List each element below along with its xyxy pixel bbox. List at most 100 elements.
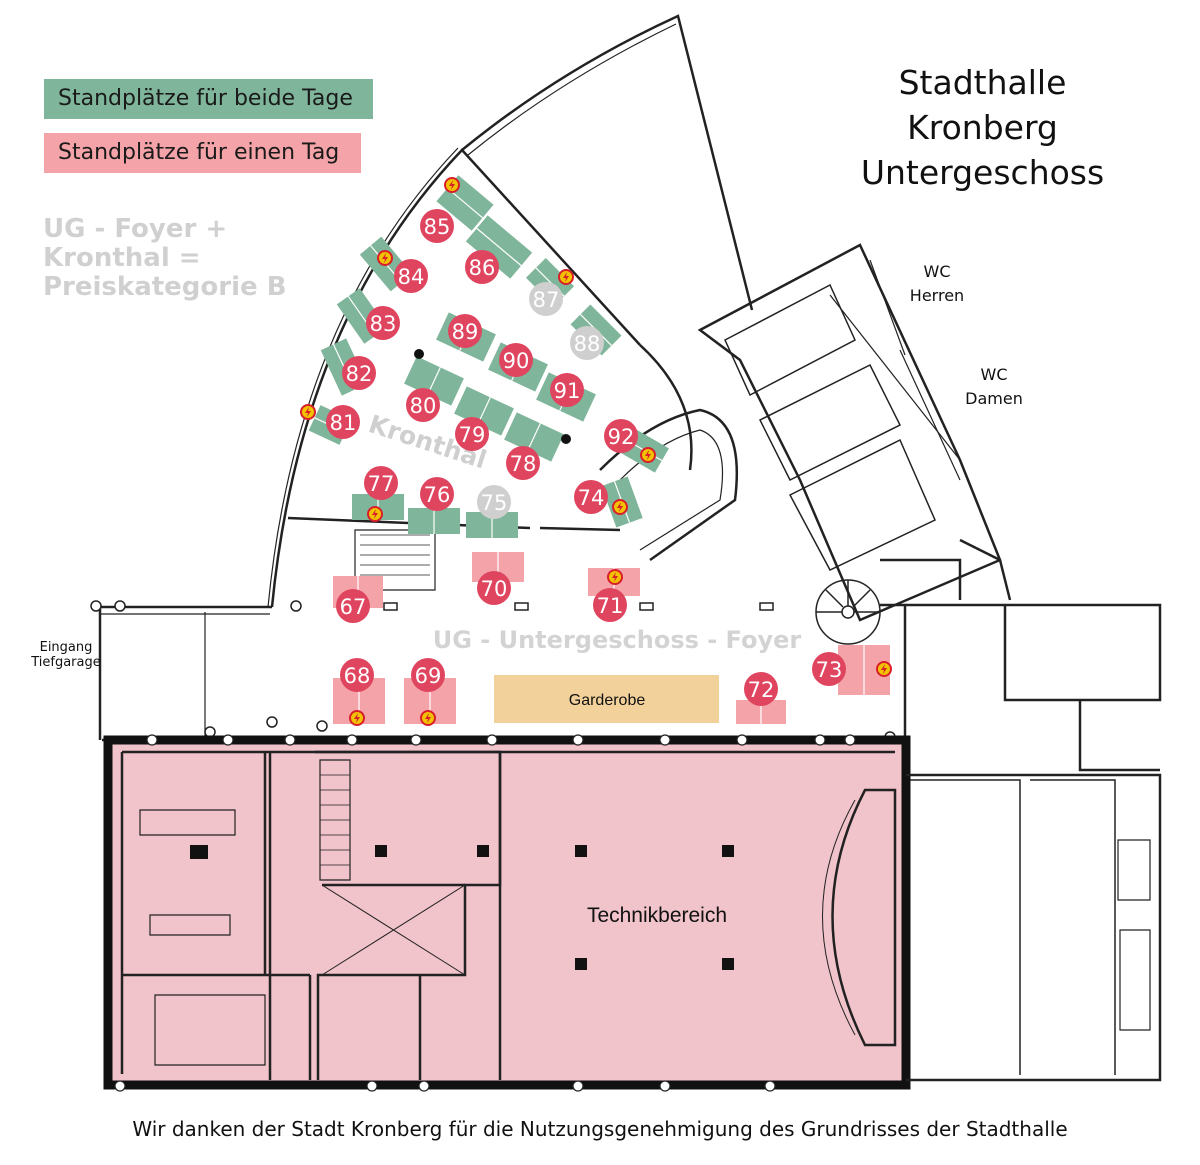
legend-one-day-label: Standplätze für einen Tag	[58, 140, 340, 165]
price-note-line-3: Preiskategorie B	[43, 272, 287, 302]
stand-70[interactable]: 70	[472, 552, 524, 605]
stand-number: 75	[481, 491, 508, 515]
stand-number: 86	[469, 256, 496, 280]
garderobe-area	[494, 675, 719, 723]
stand-76[interactable]: 76	[408, 477, 460, 534]
lightning-icon	[563, 272, 569, 282]
footer-credit: Wir danken der Stadt Kronberg für die Nu…	[132, 1117, 1068, 1141]
stand-divider	[446, 187, 484, 219]
stand-marker	[420, 209, 454, 243]
stand-number: 69	[415, 664, 442, 688]
stand-83[interactable]: 83	[336, 288, 400, 344]
stand-marker	[364, 466, 398, 500]
stand-number: 83	[370, 312, 397, 336]
stand-67[interactable]: 67	[333, 576, 383, 623]
stand-69[interactable]: 69	[404, 658, 456, 726]
stand-marker	[529, 282, 563, 316]
stand-marker	[593, 588, 627, 622]
technik-wall-windows	[114, 734, 856, 1092]
stand-80[interactable]: 80	[404, 356, 464, 422]
stand-divider	[476, 227, 522, 267]
stand-marker	[574, 480, 608, 514]
stand-82[interactable]: 82	[320, 338, 376, 396]
price-note-line-1: UG - Foyer +	[43, 214, 228, 244]
stand-71[interactable]: 71	[588, 568, 640, 622]
stand-number: 82	[346, 362, 373, 386]
stand-marker	[394, 259, 428, 293]
stand-78[interactable]: 78	[504, 412, 564, 480]
lightning-icon	[354, 713, 360, 723]
spiral-staircase	[815, 579, 881, 645]
stand-79[interactable]: 79	[454, 386, 514, 451]
stand-number: 84	[398, 265, 425, 289]
foyer-columns	[90, 600, 896, 743]
stand-number: 77	[368, 472, 395, 496]
stand-marker	[420, 477, 454, 511]
stand-77[interactable]: 77	[352, 466, 404, 522]
stand-number: 68	[344, 664, 371, 688]
stand-number: 74	[578, 486, 605, 510]
lightning-icon	[305, 407, 311, 417]
stand-73[interactable]: 73	[812, 645, 892, 695]
right-rooms	[906, 773, 1162, 1082]
stand-number: 73	[816, 658, 843, 682]
stand-87[interactable]: 87	[525, 257, 575, 316]
lightning-icon	[449, 180, 455, 190]
stand-number: 85	[424, 215, 451, 239]
garderobe-label: Garderobe	[569, 692, 646, 709]
stand-marker	[326, 405, 360, 439]
stand-68[interactable]: 68	[333, 658, 385, 726]
stand-marker	[744, 672, 778, 706]
technikbereich-area	[103, 735, 911, 1090]
stand-85[interactable]: 85	[420, 175, 494, 243]
technik-label: Technikbereich	[587, 904, 727, 927]
stand-marker	[342, 356, 376, 390]
stand-marker	[465, 250, 499, 284]
stand-divider	[527, 423, 541, 451]
marker-dot	[561, 434, 571, 444]
technik-pillars	[190, 845, 734, 970]
title-line-1: Stadthalle	[898, 63, 1067, 102]
stand-75[interactable]: 75	[466, 485, 518, 538]
stand-marker	[366, 306, 400, 340]
stand-90[interactable]: 90	[488, 342, 548, 392]
stand-91[interactable]: 91	[536, 372, 596, 422]
stand-number: 90	[503, 349, 530, 373]
stand-88[interactable]: 88	[570, 304, 622, 360]
price-category-note: UG - Foyer + Kronthal = Preiskategorie B	[43, 215, 287, 302]
stand-89[interactable]: 89	[436, 312, 496, 362]
stand-86[interactable]: 86	[465, 215, 533, 284]
lightning-icon	[382, 253, 388, 263]
stand-marker	[477, 485, 511, 519]
title-line-3: Untergeschoss	[860, 153, 1105, 192]
legend-both-days: Standplätze für beide Tage	[44, 79, 373, 119]
stand-marker	[411, 658, 445, 692]
map-title: Stadthalle Kronberg Untergeschoss	[845, 60, 1120, 195]
stand-marker	[506, 446, 540, 480]
stand-number: 71	[597, 594, 624, 618]
stand-84[interactable]: 84	[359, 236, 428, 293]
stand-number: 92	[608, 425, 635, 449]
stand-number: 89	[452, 320, 479, 344]
stand-74[interactable]: 74	[574, 476, 643, 528]
stand-marker	[448, 314, 482, 348]
wc-block	[697, 243, 1002, 622]
lightning-icon	[372, 509, 378, 519]
price-note-line-2: Kronthal =	[43, 243, 201, 273]
stand-number: 81	[330, 411, 357, 435]
stand-72[interactable]: 72	[736, 672, 786, 724]
stand-number: 88	[574, 332, 601, 356]
lightning-icon	[881, 664, 887, 674]
stand-92[interactable]: 92	[604, 419, 669, 473]
stand-marker	[570, 326, 604, 360]
stand-number: 70	[481, 577, 508, 601]
stand-marker	[812, 652, 846, 686]
stand-81[interactable]: 81	[300, 404, 360, 445]
stand-number: 91	[554, 379, 581, 403]
